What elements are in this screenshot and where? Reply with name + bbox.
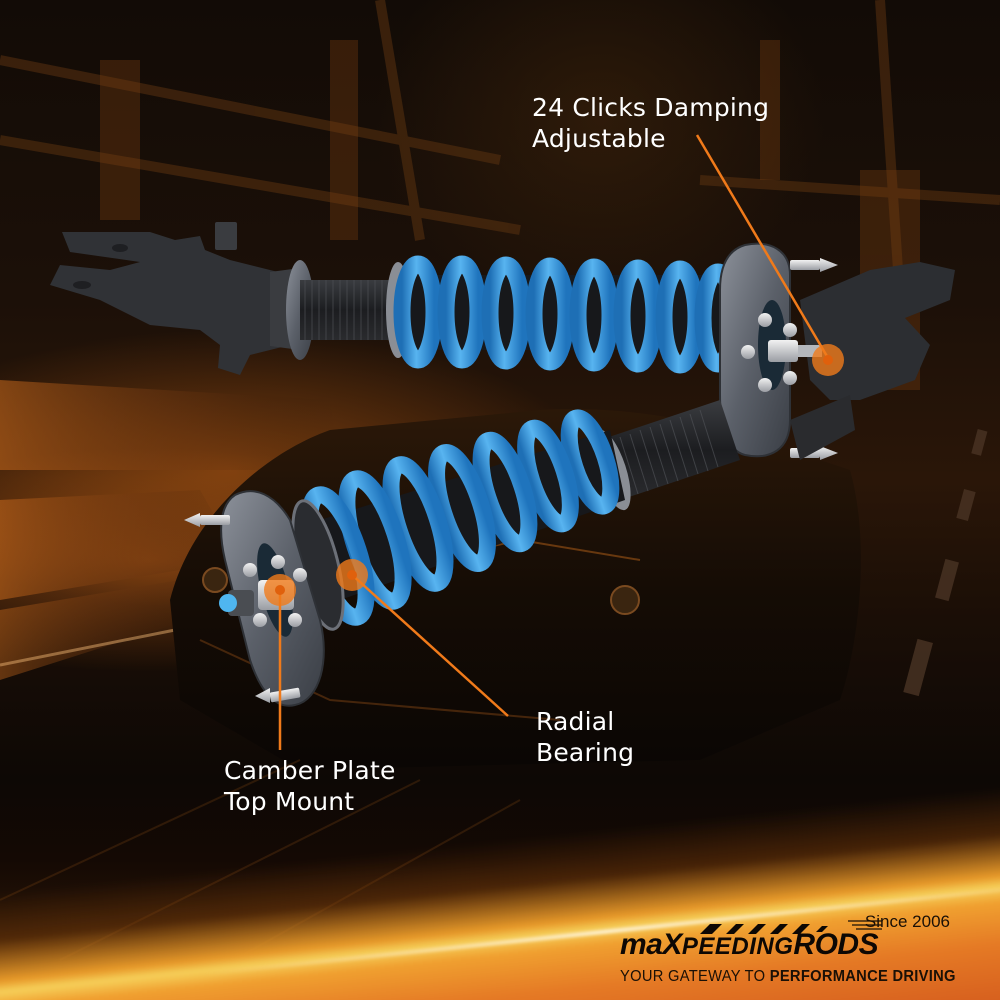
brand-name: maXPEEDINGRODS: [620, 928, 879, 962]
callout-line-1: Radial: [536, 707, 615, 736]
checkered-flag-icon: [700, 924, 828, 934]
brand-name-middle: PEEDING: [681, 933, 794, 960]
callout-marker-camber-plate: [264, 574, 296, 606]
brand-name-suffix: RODS: [793, 928, 879, 961]
callout-label-camber-plate: Camber Plate Top Mount: [224, 755, 396, 817]
brand-logo: Since 2006 maXPEEDINGRODS YOUR GATEWAY T…: [620, 912, 955, 985]
speed-lines-icon: [848, 920, 882, 930]
tagline-bold: PERFORMANCE DRIVING: [769, 968, 956, 985]
tagline-light: YOUR GATEWAY TO: [620, 968, 770, 985]
callout-line-1: Camber Plate: [224, 756, 396, 785]
callout-marker-radial-bearing: [336, 559, 368, 591]
brand-name-prefix: maX: [620, 928, 682, 961]
callout-line-radial-bearing: [349, 572, 509, 717]
callout-label-damping: 24 Clicks Damping Adjustable: [532, 92, 769, 154]
callout-line-2: Adjustable: [532, 124, 666, 153]
callout-line-2: Bearing: [536, 738, 635, 767]
callout-line-damping: [695, 134, 830, 359]
callout-label-radial-bearing: Radial Bearing: [536, 706, 634, 768]
brand-tagline: YOUR GATEWAY TO PERFORMANCE DRIVING: [620, 968, 956, 986]
callout-line-2: Top Mount: [224, 787, 355, 816]
brand-since: Since 2006: [864, 912, 950, 931]
callout-marker-damping: [812, 344, 844, 376]
callout-line-1: 24 Clicks Damping: [532, 93, 770, 122]
